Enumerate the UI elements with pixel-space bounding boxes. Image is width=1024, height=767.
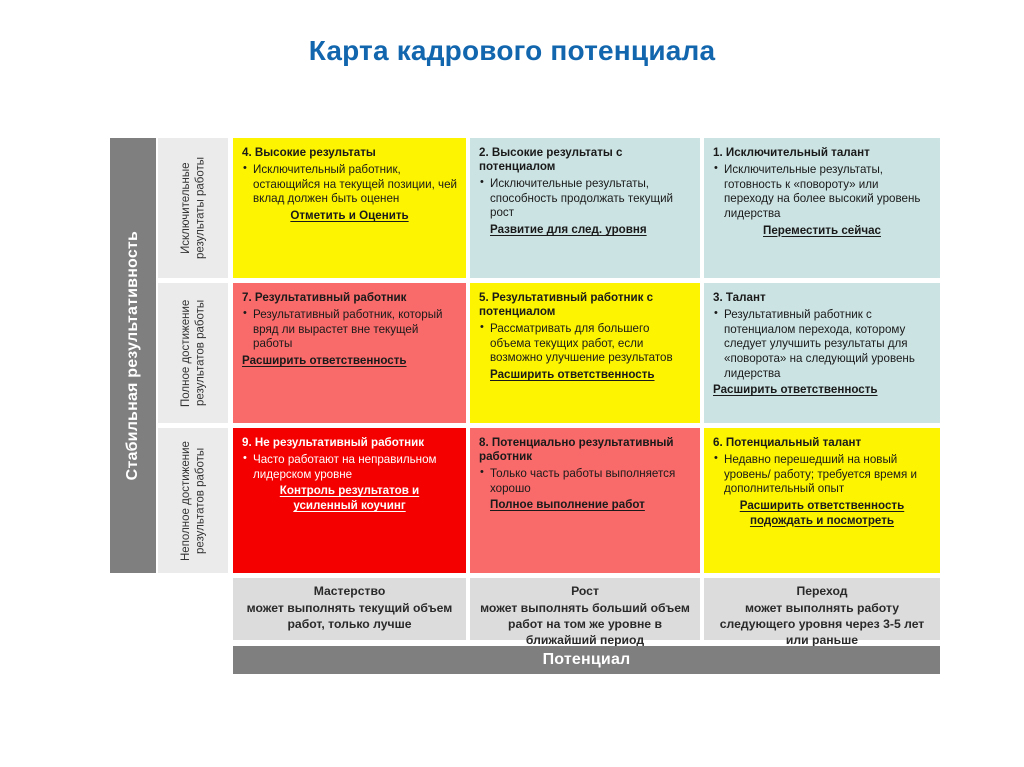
column-footer-growth: Рост может выполнять больший объем работ… — [470, 578, 700, 647]
matrix-cell-8[interactable]: 8. Потенциально результативный работник … — [470, 428, 700, 573]
matrix-cell-5-bullets: Рассматривать для большего объема текущи… — [479, 321, 691, 366]
column-footer-growth-desc: может выполнять больший объем работ на т… — [480, 600, 690, 647]
matrix-cell-3-action[interactable]: Расширить ответственность — [713, 383, 878, 397]
matrix-cell-9-bullet: Часто работают на неправильном лидерском… — [242, 452, 457, 482]
matrix-cell-1[interactable]: 1. Исключительный талант Исключительные … — [704, 138, 940, 278]
matrix-cell-8-bullets: Только часть работы выполняется хорошо — [479, 466, 691, 496]
column-footer-mastery: Мастерство может выполнять текущий объем… — [233, 578, 466, 640]
y-axis-title: Стабильная результативность — [110, 138, 156, 573]
matrix-cell-4-bullet: Исключительный работник, остающийся на т… — [242, 162, 457, 207]
matrix-cell-1-action[interactable]: Переместить сейчас — [763, 223, 881, 237]
x-axis-title: Потенциал — [233, 646, 940, 674]
talent-matrix: Стабильная результативность Исключительн… — [110, 138, 940, 680]
row-label-full: Полное достижение результатов работы — [158, 283, 228, 423]
matrix-cell-2-bullet: Исключительные результаты, способность п… — [479, 176, 691, 221]
matrix-cell-2[interactable]: 2. Высокие результаты с потенциалом Искл… — [470, 138, 700, 278]
matrix-cell-5-bullet: Рассматривать для большего объема текущи… — [479, 321, 691, 366]
matrix-cell-9[interactable]: 9. Не результативный работник Часто рабо… — [233, 428, 466, 573]
matrix-cell-6-bullets: Недавно перешедший на новый уровень/ раб… — [713, 452, 931, 497]
matrix-cell-2-title: 2. Высокие результаты с потенциалом — [479, 146, 623, 174]
matrix-grid: 4. Высокие результаты Исключительный раб… — [233, 138, 940, 573]
matrix-cell-1-bullet: Исключительные результаты, готовность к … — [713, 162, 931, 221]
matrix-cell-7-bullets: Результативный работник, который вряд ли… — [242, 307, 457, 352]
matrix-cell-9-title: 9. Не результативный работник — [242, 436, 425, 449]
page-title: Карта кадрового потенциала — [308, 35, 716, 66]
matrix-cell-8-title: 8. Потенциально результативный работник — [479, 436, 674, 464]
matrix-cell-9-action[interactable]: Контроль результатов и усиленный коучинг — [279, 484, 420, 512]
row-label-exceptional-text: Исключительные результаты работы — [179, 156, 206, 260]
matrix-cell-5-action[interactable]: Расширить ответственность — [490, 368, 655, 382]
matrix-cell-3[interactable]: 3. Талант Результативный работник с поте… — [704, 283, 940, 423]
matrix-cell-3-bullets: Результативный работник с потенциалом пе… — [713, 307, 931, 381]
matrix-cell-6-bullet: Недавно перешедший на новый уровень/ раб… — [713, 452, 931, 497]
matrix-cell-9-bullets: Часто работают на неправильном лидерском… — [242, 452, 457, 482]
column-footer-row: Мастерство может выполнять текущий объем… — [233, 578, 940, 647]
matrix-cell-3-title: 3. Талант — [713, 291, 766, 304]
column-footer-transition: Переход может выполнять работу следующег… — [704, 578, 940, 647]
matrix-cell-4[interactable]: 4. Высокие результаты Исключительный раб… — [233, 138, 466, 278]
matrix-cell-8-bullet: Только часть работы выполняется хорошо — [479, 466, 691, 496]
matrix-cell-4-bullets: Исключительный работник, остающийся на т… — [242, 162, 457, 207]
row-label-partial-text: Неполное достижение результатов работы — [179, 440, 206, 561]
matrix-cell-4-action[interactable]: Отметить и Оценить — [290, 208, 409, 222]
matrix-cell-1-title: 1. Исключительный талант — [713, 146, 870, 159]
matrix-cell-6-title: 6. Потенциальный талант — [713, 436, 862, 449]
row-label-column: Исключительные результаты работы Полное … — [158, 138, 228, 573]
matrix-cell-2-bullets: Исключительные результаты, способность п… — [479, 176, 691, 221]
matrix-cell-5-title: 5. Результативный работник с потенциалом — [479, 291, 654, 319]
matrix-cell-8-action[interactable]: Полное выполнение работ — [490, 498, 645, 512]
matrix-cell-3-bullet: Результативный работник с потенциалом пе… — [713, 307, 931, 381]
matrix-cell-7-action[interactable]: Расширить ответственность — [242, 353, 407, 367]
column-footer-transition-desc: может выполнять работу следующего уровня… — [719, 600, 925, 647]
x-axis-title-text: Потенциал — [542, 651, 631, 668]
matrix-cell-1-bullets: Исключительные результаты, готовность к … — [713, 162, 931, 221]
matrix-cell-4-title: 4. Высокие результаты — [242, 146, 376, 159]
row-label-full-text: Полное достижение результатов работы — [179, 299, 206, 407]
matrix-cell-5[interactable]: 5. Результативный работник с потенциалом… — [470, 283, 700, 423]
matrix-cell-7-bullet: Результативный работник, который вряд ли… — [242, 307, 457, 352]
matrix-cell-6-action[interactable]: Расширить ответственность подождать и по… — [739, 498, 905, 527]
matrix-cell-7-title: 7. Результативный работник — [242, 291, 407, 304]
row-label-partial: Неполное достижение результатов работы — [158, 428, 228, 573]
column-footer-mastery-desc: может выполнять текущий объем работ, тол… — [246, 600, 453, 631]
column-footer-growth-title: Рост — [571, 584, 599, 598]
column-footer-mastery-title: Мастерство — [313, 584, 386, 598]
column-footer-transition-title: Переход — [796, 584, 848, 598]
matrix-cell-6[interactable]: 6. Потенциальный талант Недавно перешедш… — [704, 428, 940, 573]
matrix-cell-7[interactable]: 7. Результативный работник Результативны… — [233, 283, 466, 423]
row-label-exceptional: Исключительные результаты работы — [158, 138, 228, 278]
matrix-cell-2-action[interactable]: Развитие для след. уровня — [490, 223, 647, 237]
y-axis-title-text: Стабильная результативность — [124, 230, 141, 481]
